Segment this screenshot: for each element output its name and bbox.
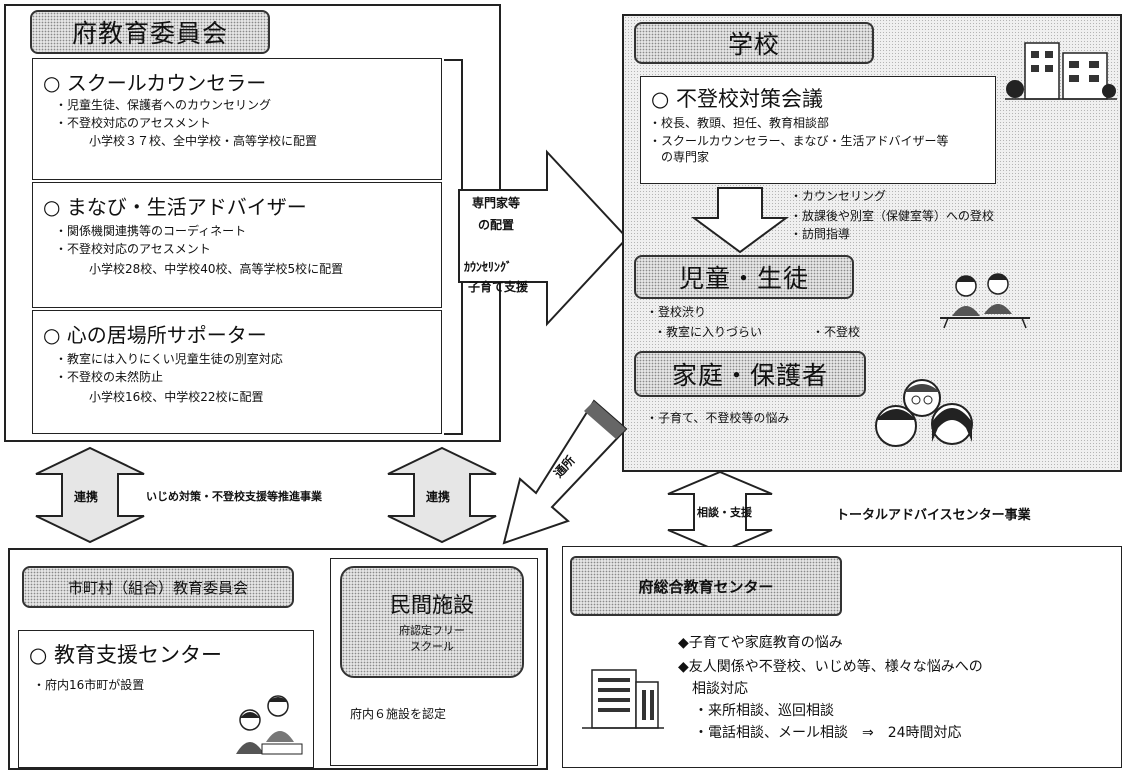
school-building-icon bbox=[1005, 42, 1117, 100]
edu-center-line5: ・電話相談、メール相談 ⇒ 24時間対応 bbox=[694, 725, 962, 741]
life-advisor-box: ○ まなび・生活アドバイザー ・関係機関連携等のコーディネート ・不登校対応のア… bbox=[32, 182, 442, 308]
students-icon bbox=[940, 273, 1030, 329]
private-facility-title: 民間施設 府認定フリー スクール bbox=[340, 566, 524, 678]
arrow-to-school bbox=[458, 149, 629, 327]
arrow-label-experts-1: 専門家等 bbox=[472, 196, 521, 210]
soudan-label: 相談・支援 bbox=[697, 506, 752, 519]
council-down-arrow bbox=[690, 187, 790, 254]
arrow-label-counseling: ｶｳﾝｾﾘﾝｸﾞ bbox=[464, 260, 513, 274]
school-counselor-box: ○ スクールカウンセラー ・児童生徒、保護者へのカウンセリング ・不登校対応のア… bbox=[32, 58, 442, 180]
students-truancy: ・不登校 bbox=[812, 325, 861, 339]
edu-center-line2: ◆友人関係や不登校、いじめ等、様々な悩みへの bbox=[678, 659, 983, 675]
renkei-left-label: 連携 bbox=[74, 490, 99, 504]
family-worries: ・子育て、不登校等の悩み bbox=[646, 411, 790, 425]
municipal-title: 市町村（組合）教育委員会 bbox=[22, 566, 294, 608]
students-hard-to-enter: ・教室に入りづらい bbox=[654, 325, 763, 339]
tsusho-arrow bbox=[502, 399, 628, 545]
heart-place-supporter-box: ○ 心の居場所サポーター ・教室には入りにくい児童生徒の別室対応 ・不登校の未然… bbox=[32, 310, 442, 434]
support-counseling: ・カウンセリング bbox=[790, 189, 887, 203]
truancy-council-box: ○ 不登校対策会議 ・校長、教頭、担任、教育相談部 ・スクールカウンセラー、まな… bbox=[640, 76, 996, 184]
students-title: 児童・生徒 bbox=[634, 255, 854, 299]
family-title: 家庭・保護者 bbox=[634, 351, 866, 397]
arrow-label-experts-2: の配置 bbox=[478, 218, 515, 232]
middle-project-label: いじめ対策・不登校支援等推進事業 bbox=[146, 490, 322, 503]
renkei-left-arrow bbox=[35, 446, 145, 544]
school-title: 学校 bbox=[634, 22, 874, 64]
edu-center-title: 府総合教育センター bbox=[570, 556, 842, 616]
renkei-right-arrow bbox=[387, 446, 497, 544]
office-building-icon bbox=[582, 669, 664, 729]
renkei-right-label: 連携 bbox=[426, 490, 451, 504]
edu-center-line3: 相談対応 bbox=[678, 681, 748, 697]
edu-center-line4: ・来所相談、巡回相談 bbox=[694, 703, 834, 719]
arrow-label-childcare: 子育て支援 bbox=[468, 280, 529, 294]
total-advice-label: トータルアドバイスセンター事業 bbox=[836, 508, 1031, 523]
pref-board-title: 府教育委員会 bbox=[30, 10, 270, 54]
students-reluctant: ・登校渋り bbox=[646, 305, 707, 319]
support-home-visit: ・訪問指導 bbox=[790, 227, 851, 241]
support-after-school: ・放課後や別室（保健室等）への登校 bbox=[790, 209, 995, 223]
private-facility-note: 府内６施設を認定 bbox=[350, 707, 447, 721]
edu-center-line1: ◆子育てや家庭教育の悩み bbox=[678, 635, 843, 651]
family-icon bbox=[875, 379, 973, 447]
counseling-icon bbox=[236, 695, 303, 755]
